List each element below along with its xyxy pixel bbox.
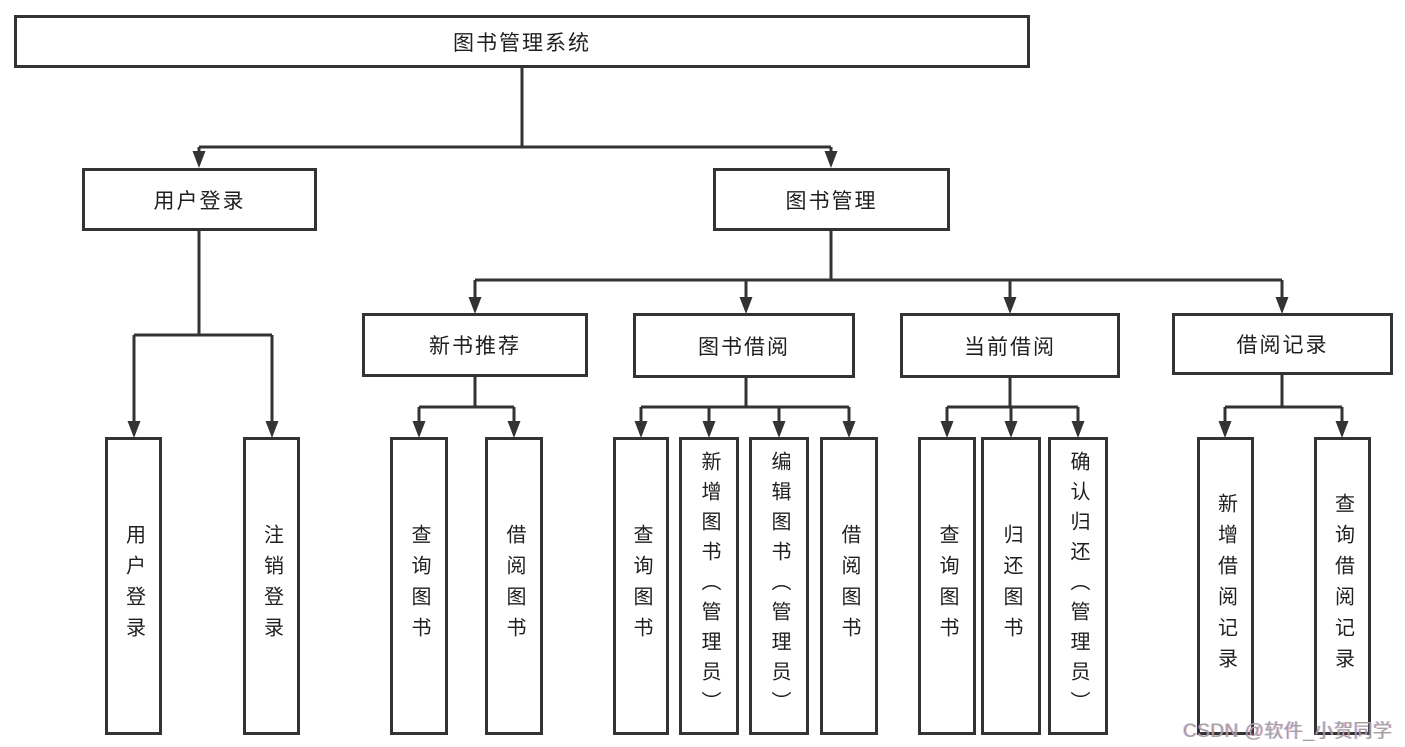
node-user-login: 用户登录 [82,168,317,231]
csdn-watermark: CSDN @软件_小贺同学 [1183,721,1393,742]
leaf-label: 查询图书 [630,524,652,648]
connector-root-to-level2 [197,68,833,152]
node-current-borrowing: 当前借阅 [900,313,1120,378]
node-leaf-borrow-books-1: 借阅图书 [485,437,543,735]
connector-bookborrow-group [639,378,851,422]
leaf-label: 查询图书 [936,524,958,648]
node-leaf-user-login: 用户登录 [105,437,162,735]
leaf-label: 新增图书（管理员） [698,451,720,721]
connector-currentborrow-group [945,378,1080,422]
node-leaf-add-borrow-record: 新增借阅记录 [1197,437,1254,735]
node-new-book-recommend: 新书推荐 [362,313,588,377]
node-leaf-query-books-2: 查询图书 [613,437,669,735]
node-leaf-query-books-3: 查询图书 [918,437,976,735]
connector-records-group [1223,375,1344,422]
node-leaf-logout: 注销登录 [243,437,300,735]
node-leaf-add-books-admin: 新增图书（管理员） [679,437,739,735]
node-borrowing-records: 借阅记录 [1172,313,1393,375]
connector-bookmgmt-to-level3 [473,231,1284,298]
leaf-label: 借阅图书 [503,524,525,648]
leaf-label: 编辑图书（管理员） [768,451,790,721]
leaf-label: 查询借阅记录 [1331,493,1354,679]
leaf-label: 借阅图书 [838,524,860,648]
leaf-label: 注销登录 [260,524,283,648]
node-book-borrowing: 图书借阅 [633,313,855,378]
leaf-label: 用户登录 [122,524,145,648]
node-root-system: 图书管理系统 [14,15,1030,68]
node-leaf-query-borrow-record: 查询借阅记录 [1314,437,1371,735]
connector-newbook-group [417,377,516,422]
node-leaf-borrow-books-2: 借阅图书 [820,437,878,735]
leaf-label: 归还图书 [1000,524,1022,648]
node-leaf-confirm-return-admin: 确认归还（管理员） [1048,437,1108,735]
node-book-management: 图书管理 [713,168,950,231]
leaf-label: 查询图书 [408,524,430,648]
leaf-label: 确认归还（管理员） [1067,451,1089,721]
node-leaf-return-books: 归还图书 [981,437,1041,735]
leaf-label: 新增借阅记录 [1214,493,1237,679]
connector-userlogin-group [132,231,274,422]
node-leaf-edit-books-admin: 编辑图书（管理员） [749,437,809,735]
node-leaf-query-books-1: 查询图书 [390,437,448,735]
